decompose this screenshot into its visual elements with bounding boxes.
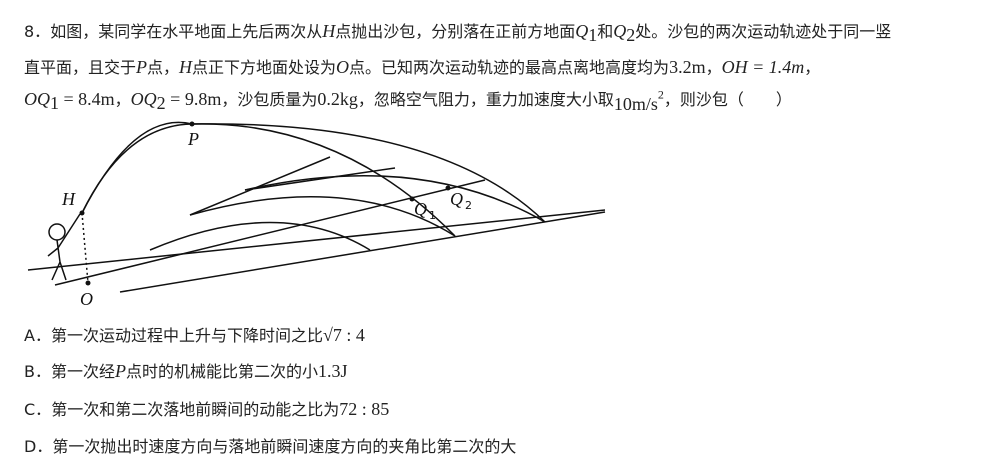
text: ，则沙包（ ） (663, 90, 792, 109)
text: ， (804, 58, 821, 77)
text: 直平面，且交于 (24, 58, 137, 77)
var-o: O (336, 57, 350, 77)
text: 点抛出沙包，分别落在正前方地面 (335, 22, 576, 41)
option-letter: D． (24, 437, 53, 456)
option-letter: C． (24, 400, 52, 419)
oq1-value: = 8.4m (59, 89, 115, 109)
text: ，忽略空气阻力，重力加速度大小取 (357, 90, 614, 109)
mass-value: 0.2kg (317, 89, 358, 109)
option-text: 第一次抛出时速度方向与落地前瞬间速度方向的夹角比第二次的大 (52, 437, 517, 456)
ground-line (27, 209, 606, 271)
text: 点。已知两次运动轨迹的最高点离地高度均为 (349, 58, 670, 77)
trajectory-1 (81, 123, 456, 237)
label-q2: Q (450, 189, 463, 209)
text: ， (705, 58, 722, 77)
label-h: H (61, 189, 76, 209)
var-h: H (179, 57, 193, 77)
point-p (189, 121, 195, 127)
sub: 1 (50, 93, 59, 114)
text: 处。沙包的两次运动轨迹处于同一竖 (635, 22, 892, 41)
sub: 1 (588, 25, 598, 46)
oh-line (81, 212, 89, 284)
option-math: 1.3J (318, 361, 348, 381)
option-math: √7 : 4 (322, 325, 365, 345)
trajectory-diagram: P H O Q 1 Q 2 (27, 121, 606, 309)
option-b[interactable]: B．第一次经P点时的机械能比第二次的小1.3J (24, 358, 348, 382)
grid-curve (149, 221, 371, 251)
grid-line (244, 167, 396, 191)
option-math: 72 : 85 (339, 399, 390, 419)
text: 如图，某同学在水平地面上先后两次从 (50, 22, 323, 41)
var-q: Q (613, 21, 627, 41)
option-c[interactable]: C．第一次和第二次落地前瞬间的动能之比为72 : 85 (24, 396, 389, 420)
question-number: 8． (24, 22, 51, 41)
label-p: P (187, 129, 199, 149)
text: 点正下方地面处设为 (192, 58, 337, 77)
question-line-1: 8．如图，某同学在水平地面上先后两次从H点抛出沙包，分别落在正前方地面Q1和Q2… (24, 18, 891, 46)
option-a[interactable]: A．第一次运动过程中上升与下降时间之比√7 : 4 (24, 322, 365, 346)
ground-line-3 (119, 211, 606, 293)
label-q1-sub: 1 (429, 209, 436, 222)
text: ， (114, 90, 131, 109)
label-o: O (80, 289, 93, 309)
var-q: Q (575, 21, 589, 41)
grid-curve (189, 196, 456, 237)
sub: 2 (626, 25, 636, 46)
question-line-3: OQ1 = 8.4m，OQ2 = 9.8m，沙包质量为0.2kg，忽略空气阻力，… (24, 86, 792, 114)
height-value: 3.2m (669, 57, 706, 77)
label-q2-sub: 2 (465, 199, 472, 212)
point-q2 (445, 185, 451, 191)
point-q1 (409, 196, 415, 202)
g-exp: 2 (657, 87, 664, 102)
question-line-2: 直平面，且交于P点，H点正下方地面处设为O点。已知两次运动轨迹的最高点离地高度均… (24, 54, 820, 78)
option-text: 第一次运动过程中上升与下降时间之比 (50, 326, 323, 345)
point-h (79, 210, 85, 216)
text: 点， (147, 58, 180, 77)
option-d[interactable]: D．第一次抛出时速度方向与落地前瞬间速度方向的夹角比第二次的大 (24, 433, 516, 457)
grid-curve (244, 175, 546, 223)
option-letter: A． (24, 326, 51, 345)
oq2-label: OQ (130, 89, 157, 109)
var-p: P (136, 57, 148, 77)
sub: 2 (156, 93, 166, 114)
text: 和 (597, 22, 614, 41)
oq1-label: OQ (24, 89, 50, 109)
option-letter: B． (24, 362, 51, 381)
var-h: H (322, 21, 336, 41)
oh-value: OH = 1.4m (721, 57, 805, 77)
g-value: 10m/s (613, 94, 658, 114)
var-p: P (115, 361, 126, 381)
point-o (85, 280, 91, 286)
trajectory-2 (81, 121, 546, 223)
option-text: 第一次经 (50, 362, 115, 381)
label-q1: Q (414, 199, 427, 219)
student-figure (47, 213, 81, 281)
oq2-value: = 9.8m (165, 89, 222, 109)
option-text: 第一次和第二次落地前瞬间的动能之比为 (51, 400, 340, 419)
text: ，沙包质量为 (221, 90, 318, 109)
option-text: 点时的机械能比第二次的小 (126, 362, 319, 381)
ground-line-2 (54, 179, 486, 286)
